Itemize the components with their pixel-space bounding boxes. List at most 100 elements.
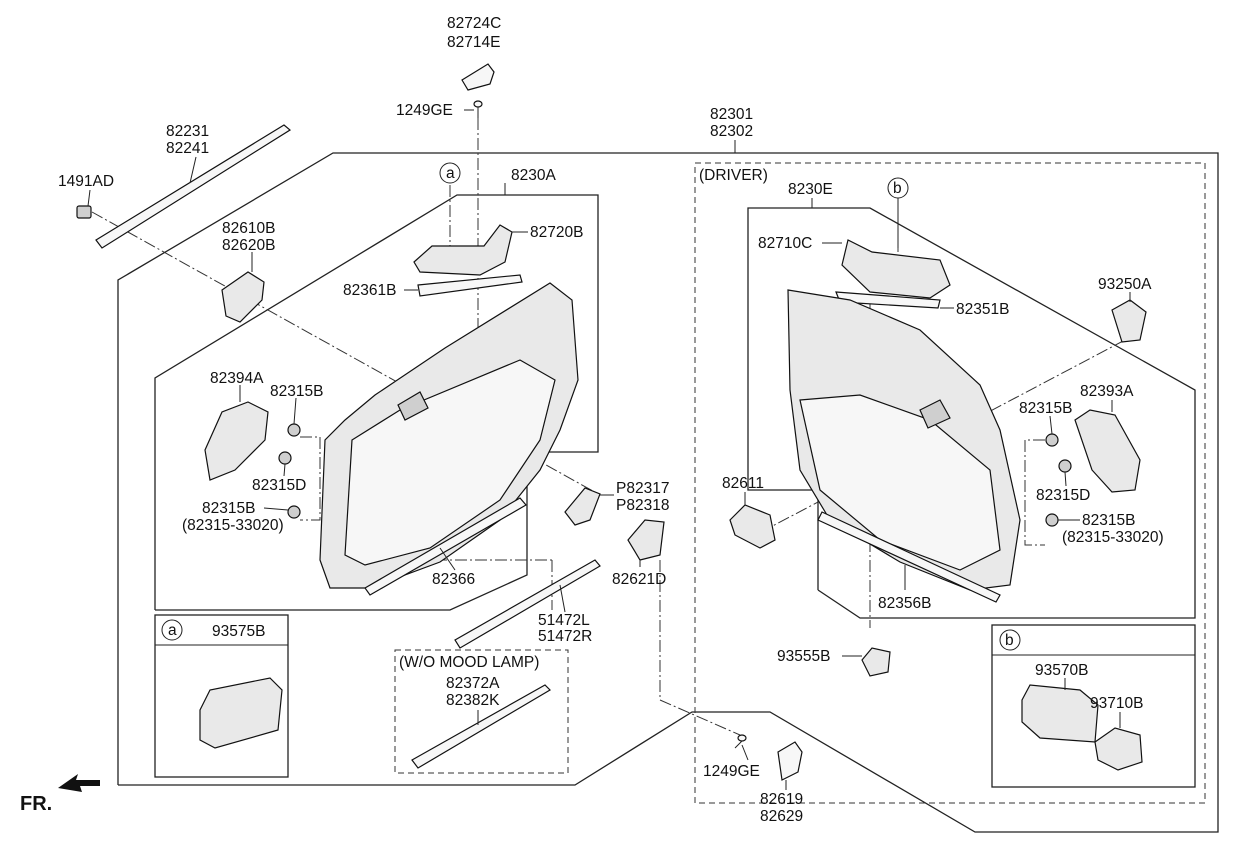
label-82301: 82301 bbox=[710, 106, 753, 123]
label-1249ge-top: 1249GE bbox=[396, 102, 453, 119]
label-ref-a: a bbox=[446, 165, 455, 182]
leader-82366 bbox=[439, 547, 456, 571]
label-8230a: 8230A bbox=[511, 167, 556, 184]
driver-dashed-frame bbox=[694, 162, 1206, 804]
inset-b-circle bbox=[999, 629, 1021, 651]
switch-housing-left-part bbox=[413, 224, 513, 276]
garnish-strip-left-part bbox=[364, 497, 527, 596]
inset-b-frame bbox=[991, 624, 1196, 788]
driver-panel-frame bbox=[747, 207, 1196, 619]
label-93250a: 93250A bbox=[1098, 276, 1152, 293]
screw-top-part bbox=[473, 100, 483, 118]
cap-cover-part bbox=[461, 63, 495, 91]
label-82619: 82619 bbox=[760, 791, 803, 808]
label-82315-33020-l: (82315-33020) bbox=[182, 517, 284, 534]
label-82720b: 82720B bbox=[530, 224, 583, 241]
label-82315b-r2: 82315B bbox=[1082, 512, 1135, 529]
axis-line-h bbox=[659, 699, 741, 736]
clip-dash-left bbox=[300, 436, 321, 521]
leader-82315b-l1 bbox=[293, 397, 297, 425]
label-82351b: 82351B bbox=[956, 301, 1009, 318]
inner-handle-part bbox=[221, 271, 265, 323]
inset-a-circle bbox=[161, 619, 183, 641]
clip-right-2 bbox=[1058, 459, 1072, 473]
leader-82315b-l2 bbox=[263, 507, 289, 511]
leader-1249ge-bottom bbox=[741, 744, 749, 761]
label-82372a: 82372A bbox=[446, 675, 500, 692]
speaker-right-part bbox=[1074, 409, 1141, 493]
clip-left-2 bbox=[278, 451, 292, 465]
label-p82317: P82317 bbox=[616, 480, 669, 497]
switch-93710b-part bbox=[1094, 727, 1143, 771]
label-82714e: 82714E bbox=[447, 34, 500, 51]
garnish-strip-right-part bbox=[817, 511, 1001, 603]
leader-51472l bbox=[559, 584, 566, 613]
leader-82315d-r bbox=[1064, 471, 1067, 487]
label-82315b-l2: 82315B bbox=[202, 500, 255, 517]
label-82393a: 82393A bbox=[1080, 383, 1134, 400]
power-window-switch-93575b-part bbox=[199, 677, 283, 749]
label-front: FR. bbox=[20, 793, 52, 815]
label-82629: 82629 bbox=[760, 808, 803, 825]
label-82315d-r: 82315D bbox=[1036, 487, 1090, 504]
label-82315-33020-r: (82315-33020) bbox=[1062, 529, 1164, 546]
armrest-left bbox=[397, 391, 429, 421]
label-82315b-l1: 82315B bbox=[270, 383, 323, 400]
label-inset-a-circle: a bbox=[168, 622, 177, 639]
label-82315d-l: 82315D bbox=[252, 477, 306, 494]
trim-strip-82372a-part bbox=[411, 684, 551, 769]
label-51472r: 51472R bbox=[538, 628, 592, 645]
label-82356b: 82356B bbox=[878, 595, 931, 612]
clip-right-1 bbox=[1045, 433, 1059, 447]
label-93575b: 93575B bbox=[212, 623, 265, 640]
armrest-right bbox=[919, 399, 951, 429]
outer-assembly-frame bbox=[117, 152, 1219, 833]
label-82724c: 82724C bbox=[447, 15, 501, 32]
leader-82315d-l bbox=[283, 463, 286, 477]
clip-left-1 bbox=[287, 423, 301, 437]
leader-82231 bbox=[189, 156, 197, 184]
ref-circle-b bbox=[887, 177, 909, 199]
label-51472l: 51472L bbox=[538, 612, 590, 629]
label-1491ad: 1491AD bbox=[58, 173, 114, 190]
clip-left-3 bbox=[287, 505, 301, 519]
clip-1491ad-part bbox=[76, 205, 92, 219]
clip-dash-right bbox=[1024, 439, 1045, 546]
label-93710b: 93710B bbox=[1090, 695, 1143, 712]
screw-bottom-part bbox=[734, 734, 747, 749]
door-panel-right-inner bbox=[799, 394, 1001, 571]
clip-right-3 bbox=[1045, 513, 1059, 527]
label-82710c: 82710C bbox=[758, 235, 812, 252]
label-93570b: 93570B bbox=[1035, 662, 1088, 679]
label-82611: 82611 bbox=[722, 475, 764, 492]
weatherstrip-part bbox=[95, 124, 292, 249]
label-82382k: 82382K bbox=[446, 692, 500, 709]
label-p82318: P82318 bbox=[616, 497, 669, 514]
switch-housing-right-part bbox=[841, 239, 951, 299]
switch-p82317-part bbox=[564, 487, 601, 526]
label-driver: (DRIVER) bbox=[699, 167, 768, 184]
label-ref-b: b bbox=[893, 180, 902, 197]
label-inset-b-circle: b bbox=[1005, 632, 1014, 649]
wo-mood-lamp-frame bbox=[394, 649, 569, 774]
control-module-93250a-part bbox=[1111, 299, 1147, 343]
label-8230e: 8230E bbox=[788, 181, 833, 198]
front-arrow-icon bbox=[58, 774, 100, 792]
leader-1491ad bbox=[87, 189, 91, 207]
label-82621d: 82621D bbox=[612, 571, 666, 588]
mood-lamp-strip-part bbox=[454, 559, 601, 649]
passenger-panel-frame bbox=[154, 194, 599, 611]
handle-bezel-82621d-part bbox=[627, 519, 665, 561]
ref-circle-a bbox=[439, 162, 461, 184]
power-window-switch-93570b-part bbox=[1021, 684, 1099, 743]
leader-82315b-r1 bbox=[1049, 415, 1053, 435]
door-panel-left-inner bbox=[344, 359, 556, 566]
label-82366: 82366 bbox=[432, 571, 475, 588]
speaker-left-part bbox=[204, 401, 269, 481]
label-1249ge-bottom: 1249GE bbox=[703, 763, 760, 780]
label-82610b: 82610B bbox=[222, 220, 275, 237]
label-wo-mood-lamp: (W/O MOOD LAMP) bbox=[399, 654, 539, 671]
label-82241: 82241 bbox=[166, 140, 209, 157]
